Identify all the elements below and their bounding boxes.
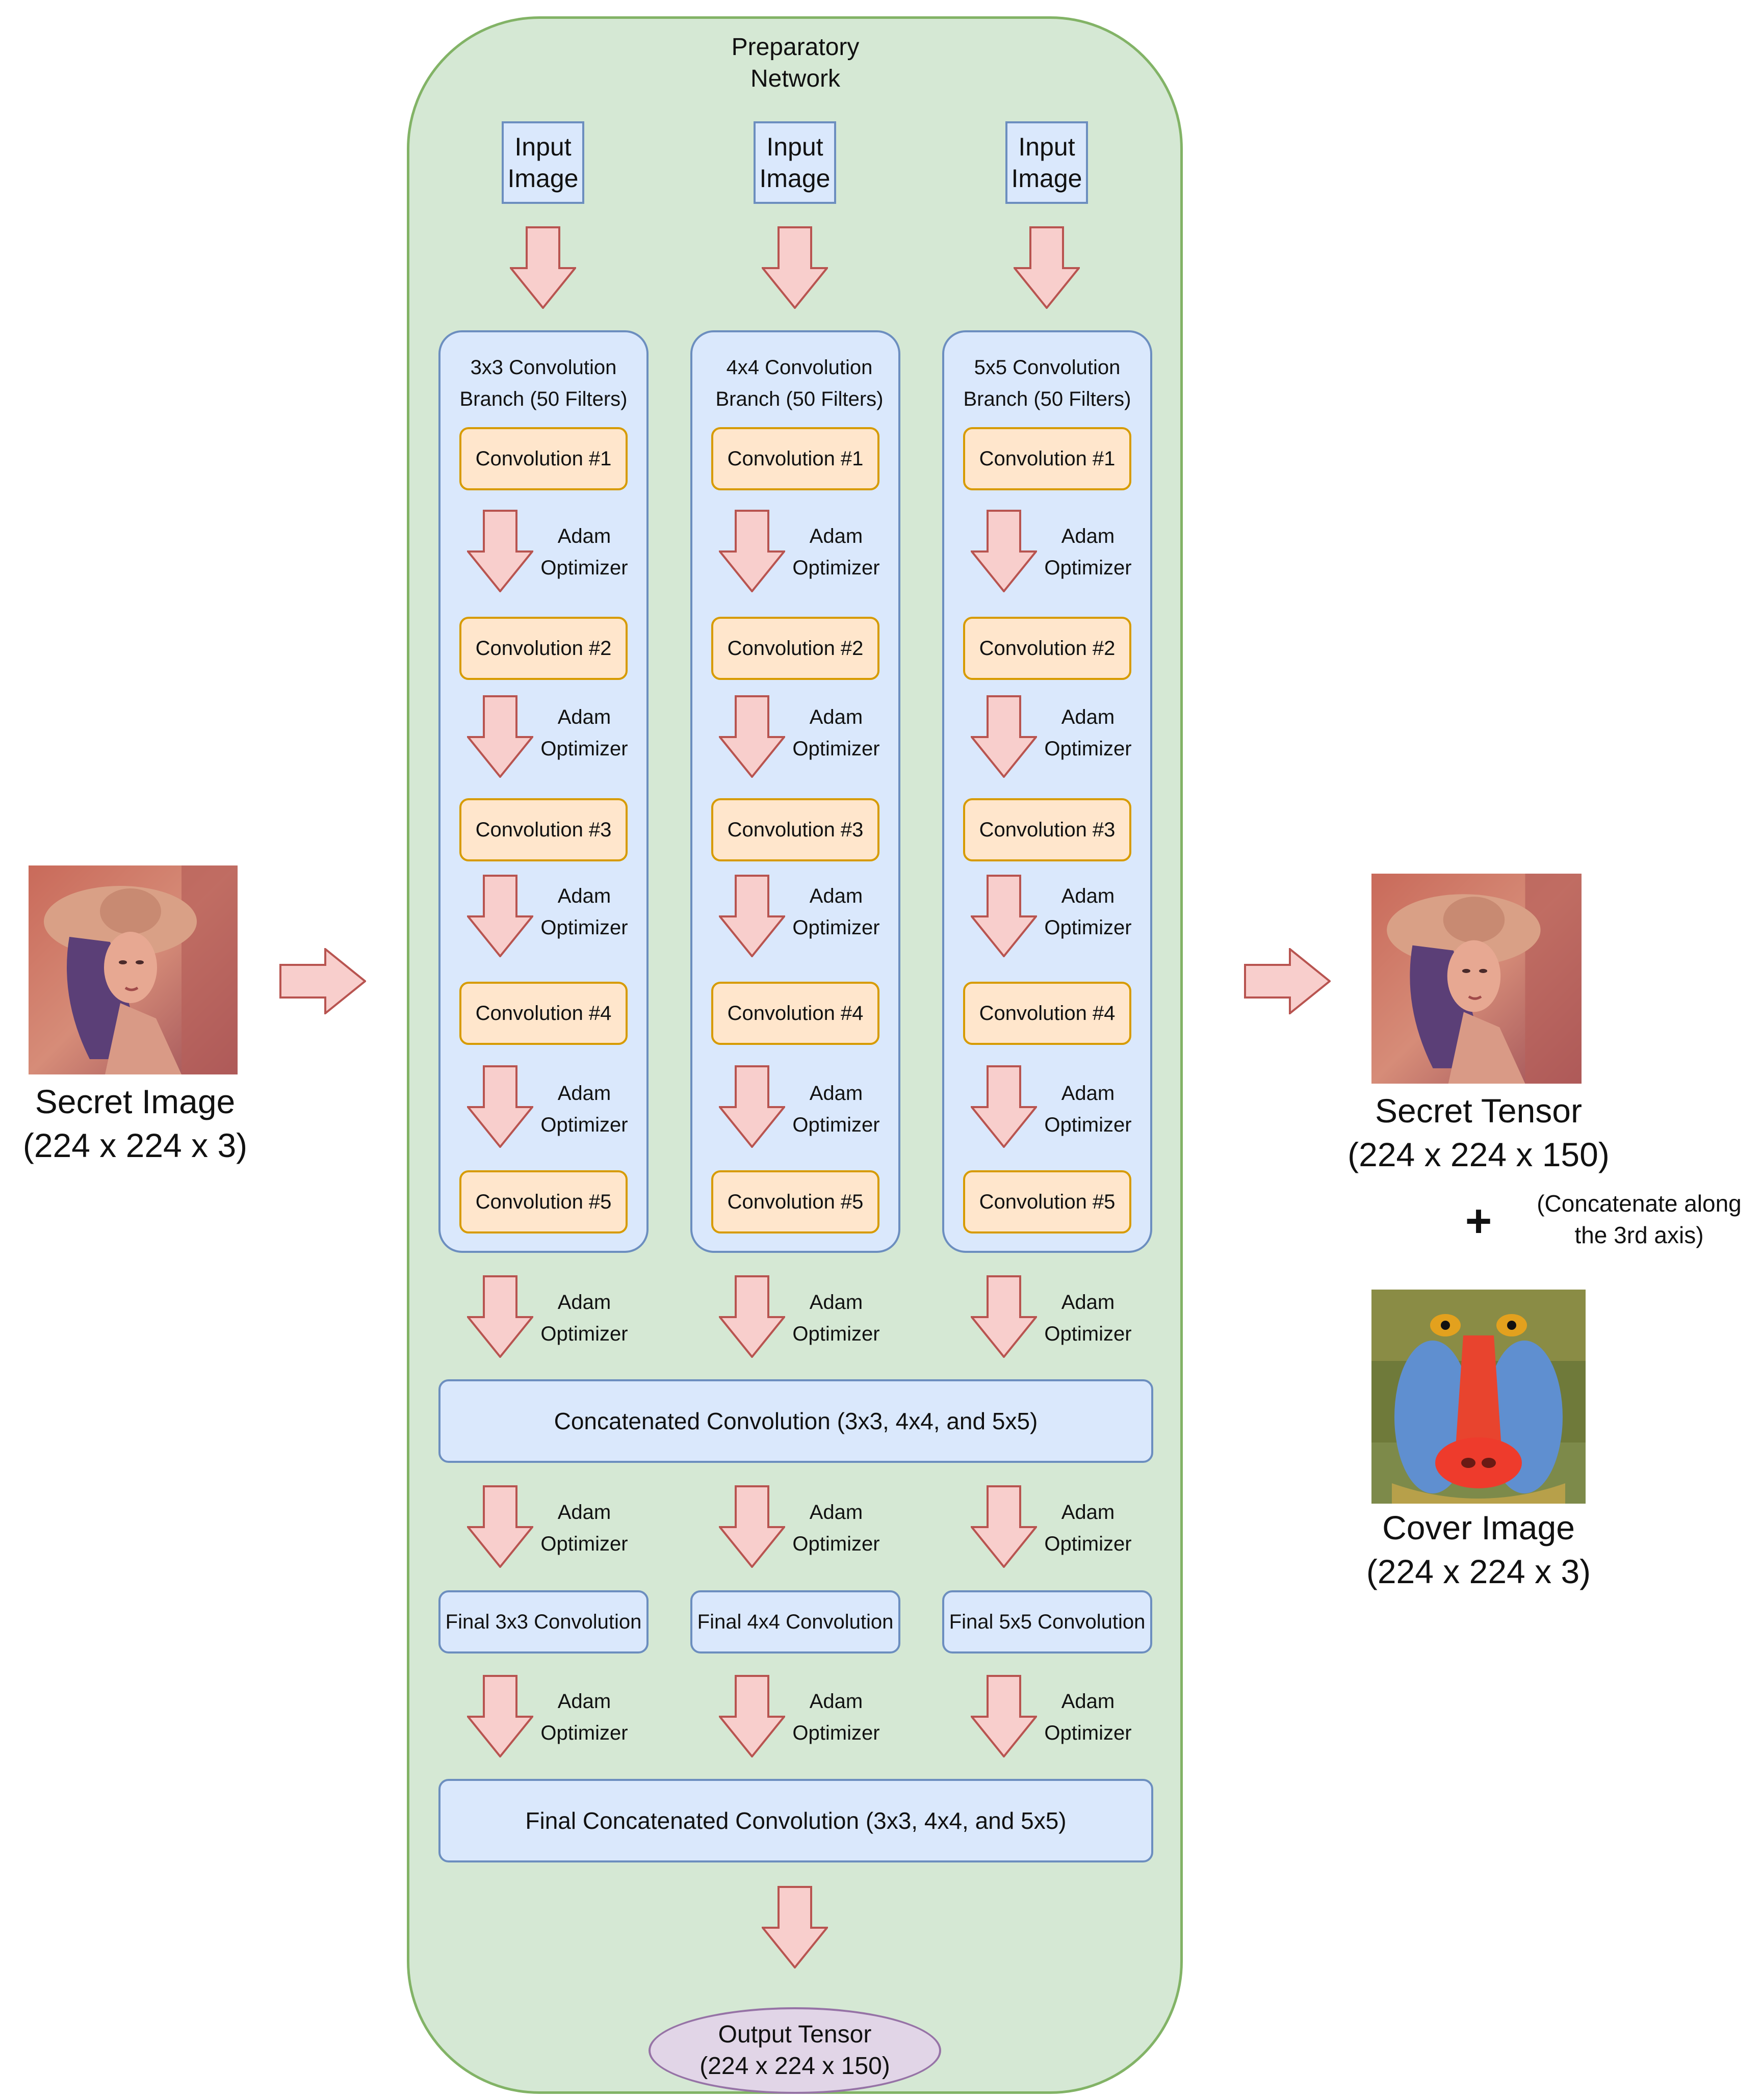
- arrow-down-icon: [467, 875, 533, 957]
- input-image-box-3x3: Input Image: [502, 121, 584, 204]
- conv-3x3-1: Convolution #1: [459, 427, 628, 490]
- optimizer-label: Adam Optimizer: [1044, 1082, 1132, 1136]
- conv-5x5-1: Convolution #1: [963, 427, 1131, 490]
- optimizer-label: Adam Optimizer: [1044, 885, 1132, 939]
- arrow-down-icon: [719, 1675, 785, 1757]
- conv-5x5-5: Convolution #5: [963, 1170, 1131, 1233]
- arrow-down-icon: [719, 1485, 785, 1568]
- optimizer-label: Adam Optimizer: [540, 1291, 628, 1345]
- arrow-down-icon: [719, 1065, 785, 1148]
- optimizer-label: Adam Optimizer: [540, 1501, 628, 1555]
- input-image-box-4x4: Input Image: [754, 121, 836, 204]
- concatenate-note: (Concatenate along the 3rd axis): [1537, 1190, 1742, 1248]
- branch-3x3-title: 3x3 Convolution Branch (50 Filters): [459, 356, 628, 410]
- optimizer-label: Adam Optimizer: [792, 525, 880, 579]
- preparatory-network-title: Preparatory Network: [731, 34, 860, 92]
- arrow-down-icon: [467, 1275, 533, 1358]
- conv-3x3-4: Convolution #4: [459, 982, 628, 1045]
- secret-image-label: Secret Image (224 x 224 x 3): [22, 1083, 248, 1164]
- concatenated-convolution-box: Concatenated Convolution (3x3, 4x4, and …: [438, 1379, 1153, 1463]
- plus-sign: +: [1465, 1196, 1492, 1247]
- branch-5x5-title: 5x5 Convolution Branch (50 Filters): [963, 356, 1131, 410]
- arrow-right-icon: [1244, 948, 1331, 1014]
- optimizer-label: Adam Optimizer: [792, 1082, 880, 1136]
- conv-5x5-2: Convolution #2: [963, 617, 1131, 680]
- conv-4x4-2: Convolution #2: [711, 617, 879, 680]
- conv-5x5-4: Convolution #4: [963, 982, 1131, 1045]
- optimizer-label: Adam Optimizer: [540, 525, 628, 579]
- optimizer-label: Adam Optimizer: [792, 1690, 880, 1744]
- final-5x5-convolution-box: Final 5x5 Convolution: [942, 1590, 1152, 1653]
- secret-image-portrait: [29, 865, 238, 1074]
- optimizer-label: Adam Optimizer: [792, 1291, 880, 1345]
- arrow-down-icon: [971, 1485, 1037, 1568]
- arrow-down-icon: [971, 1675, 1037, 1757]
- input-image-box-5x5: Input Image: [1005, 121, 1088, 204]
- arrow-down-icon: [971, 875, 1037, 957]
- optimizer-label: Adam Optimizer: [792, 885, 880, 939]
- conv-4x4-5: Convolution #5: [711, 1170, 879, 1233]
- optimizer-label: Adam Optimizer: [792, 706, 880, 760]
- optimizer-label: Adam Optimizer: [792, 1501, 880, 1555]
- arrow-down-icon: [467, 1485, 533, 1568]
- conv-3x3-2: Convolution #2: [459, 617, 628, 680]
- arrow-down-icon: [467, 695, 533, 778]
- optimizer-label: Adam Optimizer: [1044, 1291, 1132, 1345]
- secret-tensor-label: Secret Tensor (224 x 224 x 150): [1348, 1092, 1610, 1173]
- optimizer-label: Adam Optimizer: [1044, 525, 1132, 579]
- conv-3x3-3: Convolution #3: [459, 798, 628, 861]
- output-tensor-ellipse: Output Tensor (224 x 224 x 150): [649, 2007, 941, 2094]
- arrow-down-icon: [971, 695, 1037, 778]
- optimizer-label: Adam Optimizer: [1044, 1690, 1132, 1744]
- optimizer-label: Adam Optimizer: [540, 1690, 628, 1744]
- arrow-down-icon: [467, 510, 533, 592]
- optimizer-label: Adam Optimizer: [540, 1082, 628, 1136]
- arrow-right-icon: [279, 948, 366, 1014]
- arrow-down-icon: [467, 1065, 533, 1148]
- branch-4x4-title: 4x4 Convolution Branch (50 Filters): [715, 356, 884, 410]
- arrow-down-icon: [467, 1675, 533, 1757]
- conv-4x4-1: Convolution #1: [711, 427, 879, 490]
- conv-3x3-5: Convolution #5: [459, 1170, 628, 1233]
- arrow-down-icon: [719, 1275, 785, 1358]
- optimizer-label: Adam Optimizer: [540, 706, 628, 760]
- optimizer-label: Adam Optimizer: [1044, 706, 1132, 760]
- cover-image-label: Cover Image (224 x 224 x 3): [1366, 1509, 1591, 1590]
- optimizer-label: Adam Optimizer: [1044, 1501, 1132, 1555]
- conv-4x4-4: Convolution #4: [711, 982, 879, 1045]
- arrow-down-icon: [719, 510, 785, 592]
- arrow-down-icon: [719, 875, 785, 957]
- arrow-down-icon: [762, 1886, 828, 1968]
- cover-image-picture: [1371, 1290, 1586, 1504]
- arrow-down-icon: [762, 226, 828, 309]
- conv-5x5-3: Convolution #3: [963, 798, 1131, 861]
- arrow-down-icon: [510, 226, 576, 309]
- optimizer-label: Adam Optimizer: [540, 885, 628, 939]
- secret-tensor-portrait: [1371, 874, 1582, 1084]
- arrow-down-icon: [971, 510, 1037, 592]
- final-4x4-convolution-box: Final 4x4 Convolution: [690, 1590, 900, 1653]
- arrow-down-icon: [719, 695, 785, 778]
- final-concatenated-convolution-box: Final Concatenated Convolution (3x3, 4x4…: [438, 1779, 1153, 1862]
- arrow-down-icon: [971, 1065, 1037, 1148]
- conv-4x4-3: Convolution #3: [711, 798, 879, 861]
- final-3x3-convolution-box: Final 3x3 Convolution: [438, 1590, 649, 1653]
- arrow-down-icon: [971, 1275, 1037, 1358]
- arrow-down-icon: [1014, 226, 1080, 309]
